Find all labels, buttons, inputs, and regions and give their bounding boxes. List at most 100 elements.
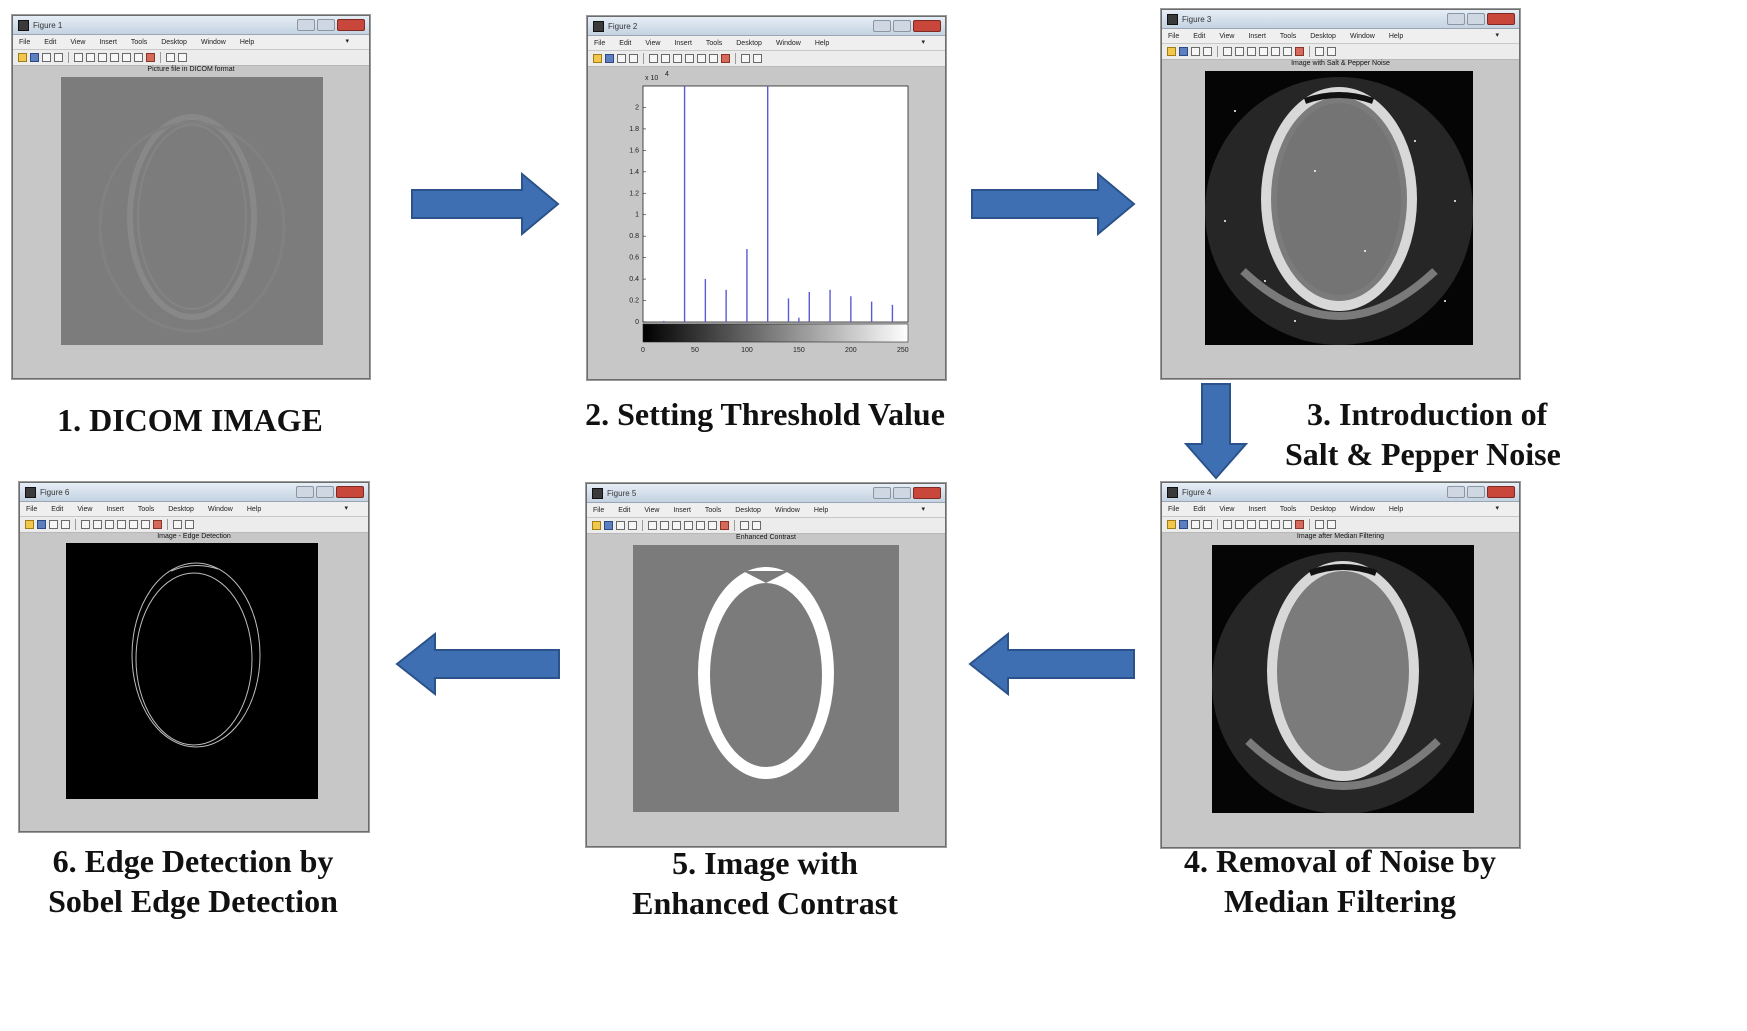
chevron-down-icon[interactable]: ▾ — [344, 505, 348, 512]
new-icon[interactable] — [593, 54, 602, 63]
close-button[interactable] — [1487, 13, 1515, 25]
pan-icon[interactable] — [685, 54, 694, 63]
pan-icon[interactable] — [1259, 520, 1268, 529]
close-button[interactable] — [336, 486, 364, 498]
menu-file[interactable]: File — [1168, 505, 1180, 513]
zoom-out-icon[interactable] — [673, 54, 682, 63]
brush-icon[interactable] — [153, 520, 162, 529]
menu-tools[interactable]: Tools — [1279, 505, 1297, 513]
menu-window[interactable]: Window — [207, 505, 233, 513]
close-button[interactable] — [913, 20, 941, 32]
menu-desktop[interactable]: Desktop — [736, 39, 762, 47]
menu-view[interactable]: View — [70, 38, 86, 46]
rotate-icon[interactable] — [129, 520, 138, 529]
pointer-icon[interactable] — [1223, 520, 1232, 529]
pointer-icon[interactable] — [81, 520, 90, 529]
minimize-button[interactable] — [296, 486, 314, 498]
maximize-button[interactable] — [316, 486, 334, 498]
menu-desktop[interactable]: Desktop — [1310, 505, 1336, 513]
brush-icon[interactable] — [1295, 47, 1304, 56]
colorbar-icon[interactable] — [166, 53, 175, 62]
print-icon[interactable] — [628, 521, 637, 530]
chevron-down-icon[interactable]: ▾ — [1495, 32, 1499, 39]
data-cursor-icon[interactable] — [1283, 47, 1292, 56]
menu-window[interactable]: Window — [1349, 32, 1375, 40]
rotate-icon[interactable] — [696, 521, 705, 530]
data-cursor-icon[interactable] — [1283, 520, 1292, 529]
menu-view[interactable]: View — [1219, 32, 1235, 40]
menu-tools[interactable]: Tools — [130, 38, 148, 46]
menu-desktop[interactable]: Desktop — [1310, 32, 1336, 40]
legend-icon[interactable] — [185, 520, 194, 529]
menu-desktop[interactable]: Desktop — [168, 505, 194, 513]
maximize-button[interactable] — [1467, 13, 1485, 25]
minimize-button[interactable] — [873, 487, 891, 499]
rotate-icon[interactable] — [1271, 520, 1280, 529]
chevron-down-icon[interactable]: ▾ — [921, 39, 925, 46]
data-cursor-icon[interactable] — [709, 54, 718, 63]
maximize-button[interactable] — [1467, 486, 1485, 498]
chevron-down-icon[interactable]: ▾ — [921, 506, 925, 513]
zoom-in-icon[interactable] — [660, 521, 669, 530]
menu-edit[interactable]: Edit — [1193, 505, 1206, 513]
zoom-in-icon[interactable] — [661, 54, 670, 63]
menu-insert[interactable]: Insert — [1248, 32, 1266, 40]
window-titlebar[interactable]: Figure 5 — [587, 484, 945, 503]
menu-edit[interactable]: Edit — [619, 39, 632, 47]
menu-view[interactable]: View — [644, 506, 660, 514]
pan-icon[interactable] — [117, 520, 126, 529]
zoom-out-icon[interactable] — [105, 520, 114, 529]
legend-icon[interactable] — [753, 54, 762, 63]
save-icon[interactable] — [1191, 520, 1200, 529]
legend-icon[interactable] — [1327, 520, 1336, 529]
minimize-button[interactable] — [297, 19, 315, 31]
maximize-button[interactable] — [893, 20, 911, 32]
window-titlebar[interactable]: Figure 2 — [588, 17, 945, 36]
menu-edit[interactable]: Edit — [51, 505, 64, 513]
menu-file[interactable]: File — [593, 506, 605, 514]
legend-icon[interactable] — [1327, 47, 1336, 56]
zoom-out-icon[interactable] — [98, 53, 107, 62]
close-button[interactable] — [337, 19, 365, 31]
brush-icon[interactable] — [146, 53, 155, 62]
data-cursor-icon[interactable] — [141, 520, 150, 529]
zoom-out-icon[interactable] — [1247, 47, 1256, 56]
save-icon[interactable] — [616, 521, 625, 530]
pan-icon[interactable] — [684, 521, 693, 530]
menu-edit[interactable]: Edit — [1193, 32, 1206, 40]
close-button[interactable] — [1487, 486, 1515, 498]
colorbar-icon[interactable] — [741, 54, 750, 63]
new-icon[interactable] — [18, 53, 27, 62]
chevron-down-icon[interactable]: ▾ — [345, 38, 349, 45]
window-titlebar[interactable]: Figure 4 — [1162, 483, 1519, 502]
new-icon[interactable] — [1167, 47, 1176, 56]
menu-window[interactable]: Window — [1349, 505, 1375, 513]
colorbar-icon[interactable] — [1315, 47, 1324, 56]
pan-icon[interactable] — [110, 53, 119, 62]
maximize-button[interactable] — [893, 487, 911, 499]
print-icon[interactable] — [54, 53, 63, 62]
menu-view[interactable]: View — [1219, 505, 1235, 513]
menu-tools[interactable]: Tools — [137, 505, 155, 513]
zoom-in-icon[interactable] — [86, 53, 95, 62]
print-icon[interactable] — [629, 54, 638, 63]
colorbar-icon[interactable] — [173, 520, 182, 529]
brush-icon[interactable] — [720, 521, 729, 530]
menu-file[interactable]: File — [26, 505, 38, 513]
menu-help[interactable]: Help — [239, 38, 255, 46]
menu-help[interactable]: Help — [1388, 32, 1404, 40]
new-icon[interactable] — [592, 521, 601, 530]
rotate-icon[interactable] — [1271, 47, 1280, 56]
menu-help[interactable]: Help — [1388, 505, 1404, 513]
save-icon[interactable] — [1191, 47, 1200, 56]
open-icon[interactable] — [605, 54, 614, 63]
maximize-button[interactable] — [317, 19, 335, 31]
menu-help[interactable]: Help — [246, 505, 262, 513]
window-titlebar[interactable]: Figure 6 — [20, 483, 368, 502]
menu-desktop[interactable]: Desktop — [161, 38, 187, 46]
rotate-icon[interactable] — [122, 53, 131, 62]
menu-help[interactable]: Help — [813, 506, 829, 514]
zoom-in-icon[interactable] — [93, 520, 102, 529]
pan-icon[interactable] — [1259, 47, 1268, 56]
window-titlebar[interactable]: Figure 1 — [13, 16, 369, 35]
